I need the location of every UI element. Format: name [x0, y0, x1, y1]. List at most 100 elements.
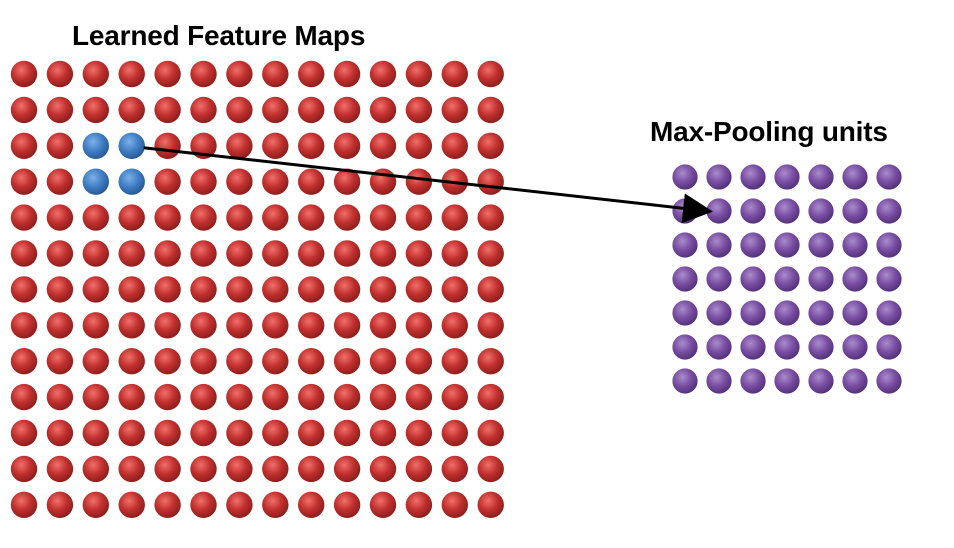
feature-map-unit [154, 96, 181, 124]
feature-map-unit [10, 204, 38, 231]
feature-map-unit [10, 168, 38, 195]
feature-map-unit [82, 312, 110, 339]
feature-map-unit [46, 491, 74, 518]
feature-map-unit [118, 491, 145, 518]
feature-map-unit [262, 276, 289, 303]
feature-map-unit [405, 168, 433, 195]
feature-map-unit [441, 312, 468, 339]
feature-map-unit [82, 455, 110, 483]
feature-map-unit [118, 348, 145, 375]
feature-map-unit [369, 204, 397, 231]
feature-map-unit [262, 60, 289, 88]
pooling-unit [876, 334, 902, 360]
feature-map-unit [333, 276, 361, 303]
feature-map-unit [226, 168, 253, 195]
feature-map-unit [405, 383, 433, 411]
pooling-unit [672, 300, 698, 326]
feature-map-unit [118, 60, 145, 88]
pooling-unit [774, 300, 800, 326]
feature-map-unit [118, 312, 145, 339]
feature-map-unit [441, 348, 468, 375]
pooling-region-unit [82, 132, 110, 159]
feature-map-unit [333, 383, 361, 411]
feature-map-unit [369, 383, 397, 411]
feature-map-unit [369, 240, 397, 267]
feature-map-unit [333, 168, 361, 195]
feature-map-grid [10, 60, 504, 518]
feature-map-unit [46, 132, 74, 159]
feature-map-unit [10, 96, 38, 124]
pooling-unit [706, 164, 732, 190]
feature-map-unit [262, 312, 289, 339]
pooling-unit [672, 164, 698, 190]
feature-map-unit [190, 312, 217, 339]
pooling-unit [842, 368, 868, 394]
pooling-unit [876, 198, 902, 224]
feature-map-unit [10, 348, 38, 375]
feature-map-unit [477, 240, 504, 267]
pooling-region-unit [118, 168, 145, 195]
feature-map-unit [333, 204, 361, 231]
feature-map-unit [441, 60, 468, 88]
feature-map-unit [477, 312, 504, 339]
feature-map-unit [298, 455, 325, 483]
feature-map-unit [46, 419, 74, 447]
pooling-unit [808, 368, 834, 394]
feature-map-unit [10, 240, 38, 267]
pooling-unit [808, 232, 834, 258]
feature-map-unit [369, 348, 397, 375]
feature-map-unit [441, 240, 468, 267]
feature-map-unit [405, 60, 433, 88]
feature-map-unit [154, 276, 181, 303]
pooling-unit [808, 300, 834, 326]
feature-map-unit [333, 312, 361, 339]
feature-map-unit [298, 204, 325, 231]
feature-map-unit [441, 419, 468, 447]
feature-map-unit [46, 383, 74, 411]
feature-map-unit [262, 383, 289, 411]
feature-map-unit [82, 276, 110, 303]
pooling-unit [706, 334, 732, 360]
pooling-unit [876, 300, 902, 326]
feature-map-unit [262, 204, 289, 231]
pooling-unit [774, 266, 800, 292]
feature-map-unit [190, 96, 217, 124]
pooling-unit [842, 300, 868, 326]
pooling-unit [808, 164, 834, 190]
feature-map-unit [298, 419, 325, 447]
pooling-unit [842, 164, 868, 190]
feature-map-unit [298, 491, 325, 518]
pooling-unit [808, 266, 834, 292]
feature-map-unit [262, 240, 289, 267]
feature-map-unit [405, 96, 433, 124]
feature-map-unit [46, 168, 74, 195]
pooling-unit [808, 198, 834, 224]
pooling-unit [706, 232, 732, 258]
feature-map-unit [46, 348, 74, 375]
pooling-unit [774, 164, 800, 190]
feature-map-unit [333, 491, 361, 518]
feature-map-unit [262, 491, 289, 518]
feature-map-unit [333, 419, 361, 447]
pooling-unit [774, 368, 800, 394]
feature-map-unit [262, 168, 289, 195]
feature-map-unit [298, 312, 325, 339]
feature-map-unit [226, 491, 253, 518]
feature-map-unit [477, 204, 504, 231]
feature-map-unit [477, 276, 504, 303]
feature-map-unit [369, 491, 397, 518]
feature-map-unit [226, 383, 253, 411]
feature-map-unit [441, 455, 468, 483]
feature-map-unit [298, 132, 325, 159]
feature-map-unit [477, 383, 504, 411]
feature-map-unit [441, 276, 468, 303]
pooling-unit [672, 334, 698, 360]
feature-map-unit [369, 419, 397, 447]
feature-map-unit [333, 96, 361, 124]
feature-map-unit [226, 276, 253, 303]
feature-map-unit [405, 132, 433, 159]
feature-map-unit [226, 312, 253, 339]
feature-map-unit [10, 132, 38, 159]
feature-map-unit [154, 240, 181, 267]
